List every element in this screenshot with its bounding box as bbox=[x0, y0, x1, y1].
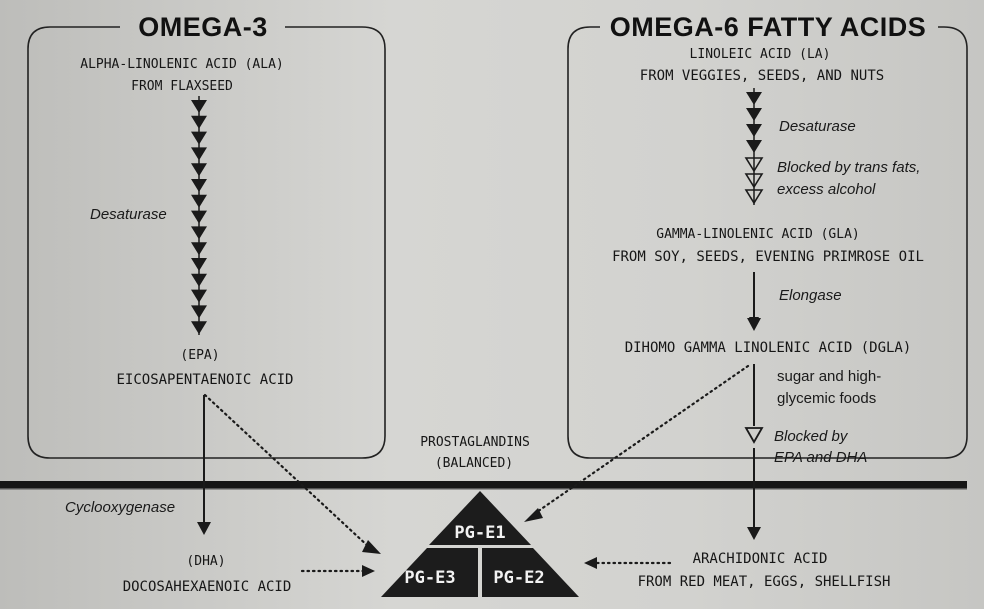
pg-e3-label: PG-E3 bbox=[404, 568, 455, 588]
epa-to-pg-e3-arrowhead bbox=[362, 540, 381, 554]
omega3-arrow-chevron bbox=[191, 273, 207, 287]
pg-e1-segment bbox=[429, 491, 531, 545]
blocked-epa-dha-open-arrow bbox=[744, 427, 764, 444]
omega3-arrow-chevron bbox=[191, 179, 207, 192]
omega3-arrow-chevron bbox=[191, 100, 207, 113]
omega3-arrow-chevron bbox=[191, 115, 207, 129]
gla-line1: GAMMA-LINOLENIC ACID (GLA) bbox=[656, 227, 860, 242]
sugar-line1: sugar and high- bbox=[777, 368, 881, 385]
omega6-blocked-open-chevron bbox=[744, 189, 764, 205]
omega3-arrow-chevron bbox=[191, 163, 207, 177]
pg-e3-segment bbox=[381, 548, 478, 597]
elongase-label: Elongase bbox=[779, 287, 842, 304]
elongase-arrowhead bbox=[747, 318, 761, 331]
gla-line2: FROM SOY, SEEDS, EVENING PRIMROSE OIL bbox=[612, 249, 924, 265]
omega6-arrow-chevron bbox=[746, 92, 762, 105]
omega3-desaturase-label: Desaturase bbox=[90, 206, 167, 223]
prostaglandins-label: PROSTAGLANDINS bbox=[420, 435, 530, 450]
balanced-label: (BALANCED) bbox=[435, 456, 513, 471]
ala-line1: ALPHA-LINOLENIC ACID (ALA) bbox=[80, 57, 284, 72]
balance-bar bbox=[0, 481, 967, 488]
pg-e2-segment bbox=[482, 548, 579, 597]
epa-abbr: (EPA) bbox=[180, 348, 219, 363]
blocked-trans-fats-line1: Blocked by trans fats, bbox=[777, 159, 920, 176]
la-line2: FROM VEGGIES, SEEDS, AND NUTS bbox=[640, 68, 884, 84]
omega3-arrow-chevron bbox=[191, 258, 207, 271]
epa-name: EICOSAPENTAENOIC ACID bbox=[116, 372, 293, 388]
epa-to-dha-arrowhead bbox=[197, 522, 211, 535]
dgla-label: DIHOMO GAMMA LINOLENIC ACID (DGLA) bbox=[625, 340, 912, 356]
omega6-arrow-chevron bbox=[746, 140, 762, 153]
omega6-arrow-chevron bbox=[746, 108, 762, 121]
omega3-arrow-chevron bbox=[191, 210, 207, 224]
omega3-arrow-chevron bbox=[191, 321, 207, 335]
dha-to-pg-e3-arrowhead bbox=[362, 565, 375, 577]
dha-name: DOCOSAHEXAENOIC ACID bbox=[123, 579, 292, 595]
omega6-blocked-open-chevron bbox=[744, 173, 764, 189]
blocked-epa-dha-line1: Blocked by bbox=[774, 428, 849, 445]
sugar-line2: glycemic foods bbox=[777, 390, 876, 407]
omega3-box bbox=[27, 26, 386, 459]
omega3-arrow-chevron bbox=[191, 289, 207, 303]
omega3-arrow-chevron bbox=[191, 131, 207, 145]
omega3-arrow-chevron bbox=[191, 305, 207, 319]
omega6-arrow-chevron bbox=[746, 124, 762, 137]
omega3-arrow-chevron bbox=[191, 194, 207, 208]
omega6-blocked-open-chevron bbox=[744, 157, 764, 173]
prostaglandin-triangle: PG-E1 PG-E3 PG-E2 bbox=[381, 491, 579, 597]
omega3-title: OMEGA-3 bbox=[138, 12, 268, 42]
aa-arrowhead bbox=[747, 527, 761, 540]
omega3-arrow-chevron bbox=[191, 242, 207, 256]
aa-line2: FROM RED MEAT, EGGS, SHELLFISH bbox=[638, 574, 891, 590]
cyclooxygenase-label: Cyclooxygenase bbox=[65, 499, 175, 516]
dgla-to-pg-e1-arrowhead bbox=[524, 508, 543, 522]
omega3-arrow-chevron bbox=[191, 226, 207, 240]
dgla-to-pg-e1-dotted-arrow bbox=[532, 364, 750, 516]
omega6-title: OMEGA-6 FATTY ACIDS bbox=[610, 12, 927, 42]
pg-e2-label: PG-E2 bbox=[493, 568, 544, 588]
dha-abbr: (DHA) bbox=[186, 554, 225, 569]
omega6-desaturase-arrows bbox=[744, 88, 764, 205]
balance-bar-shadow bbox=[0, 488, 967, 490]
aa-to-pg-e2-arrowhead bbox=[584, 557, 597, 569]
omega6-box bbox=[567, 26, 968, 459]
omega3-desaturase-arrows bbox=[191, 96, 207, 335]
pg-e1-label: PG-E1 bbox=[454, 523, 505, 543]
aa-line1: ARACHIDONIC ACID bbox=[693, 551, 828, 567]
epa-to-pg-e3-dotted-arrow bbox=[203, 393, 372, 550]
omega3-arrow-chevron bbox=[191, 147, 207, 161]
blocked-trans-fats-line2: excess alcohol bbox=[777, 181, 876, 198]
ala-line2: FROM FLAXSEED bbox=[131, 79, 233, 94]
omega6-desaturase-label: Desaturase bbox=[779, 118, 856, 135]
la-line1: LINOLEIC ACID (LA) bbox=[690, 47, 831, 62]
blocked-epa-dha-line2: EPA and DHA bbox=[774, 449, 867, 466]
